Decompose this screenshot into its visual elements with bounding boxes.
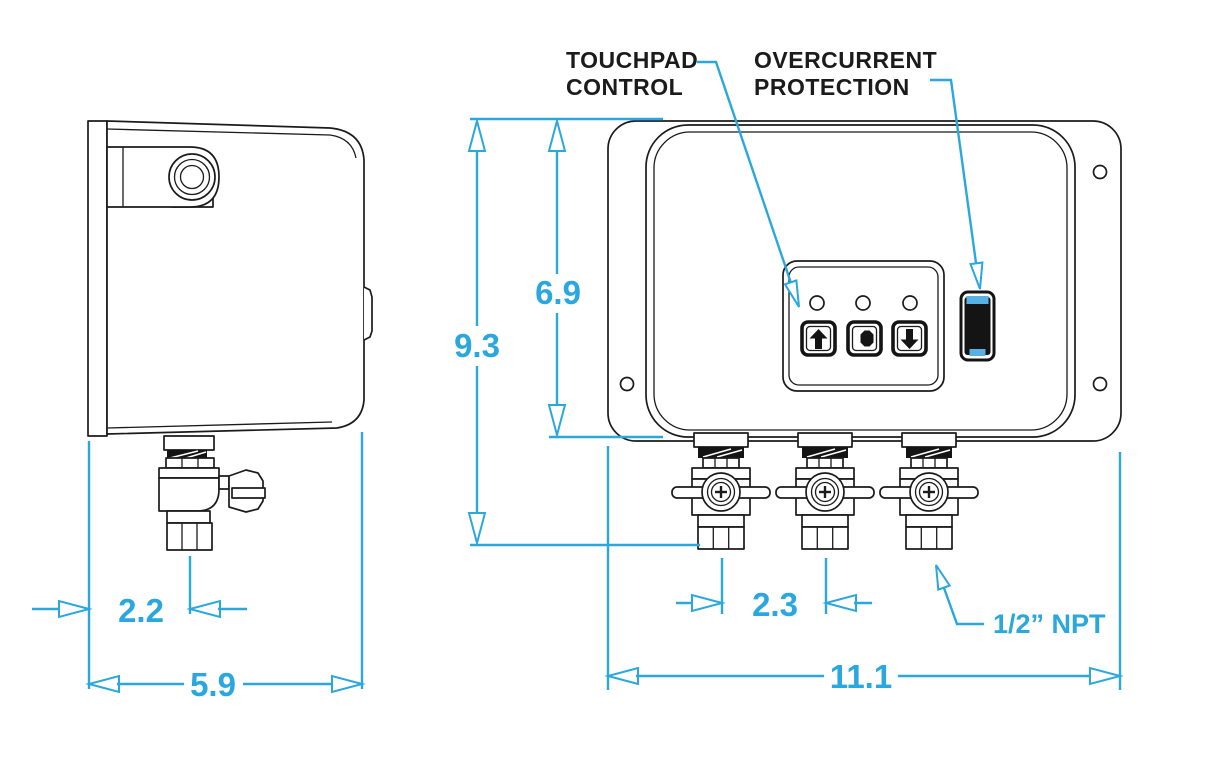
side-mounting-flange [87,120,108,437]
overcurrent-leader-arrow [969,261,984,290]
side-view [87,120,373,551]
touchpad-label-line1: TOUCHPAD [566,47,698,73]
dim-side-valve-offset-value: 2.2 [118,592,164,629]
side-valve [158,435,266,551]
led-indicator-1 [809,295,825,311]
led-indicator-2 [855,295,871,311]
leader-lines [697,60,984,626]
breaker-side-tab [363,286,373,341]
up-arrow-icon [809,329,828,349]
dim-valve-spacing: 2.3 [676,586,872,623]
dim-enclosure-height: 6.9 [535,120,581,436]
down-arrow-icon [900,329,919,349]
touchpad-leader-arrow [783,279,800,308]
npt-label: 1/2” NPT [993,609,1106,639]
dim-valve-spacing-value: 2.3 [752,586,798,623]
front-view [607,120,1122,551]
overcurrent-label-line2: PROTECTION [754,74,910,100]
cord-grip-nut-outer [168,153,216,201]
dim-overall-height-value: 9.3 [454,327,500,364]
dim-side-valve-offset: 2.2 [32,592,247,629]
stop-button[interactable] [846,320,883,357]
overcurrent-label-line1: OVERCURRENT [754,47,937,73]
dim-overall-width-value: 11.1 [830,658,892,695]
front-valve-1 [670,431,772,551]
npt-leader-arrow [935,564,952,591]
down-button[interactable] [891,320,928,357]
up-button[interactable] [800,320,837,357]
breaker-top-band [966,296,989,304]
dimensions: 9.3 6.9 11.1 2.3 [32,117,1122,703]
callout-labels: TOUCHPAD CONTROL OVERCURRENT PROTECTION … [566,47,1106,639]
overcurrent-breaker[interactable] [959,290,996,362]
mounting-hole-bottom-right [1092,376,1108,392]
touchpad-panel [782,260,945,392]
led-indicator-3 [902,295,918,311]
dim-overall-depth: 5.9 [88,666,363,703]
breaker-off-band [969,349,986,356]
dim-overall-height: 9.3 [454,120,500,544]
dim-overall-width: 11.1 [607,658,1121,695]
front-valve-2 [774,431,876,551]
touchpad-label-line2: CONTROL [566,74,683,100]
dim-overall-depth-value: 5.9 [190,666,236,703]
front-valve-3 [878,431,980,551]
mounting-hole-bottom-left [619,376,635,392]
dim-enclosure-height-value: 6.9 [535,274,581,311]
stop-octagon-icon [860,330,874,347]
mounting-hole-top-right [1092,164,1108,180]
